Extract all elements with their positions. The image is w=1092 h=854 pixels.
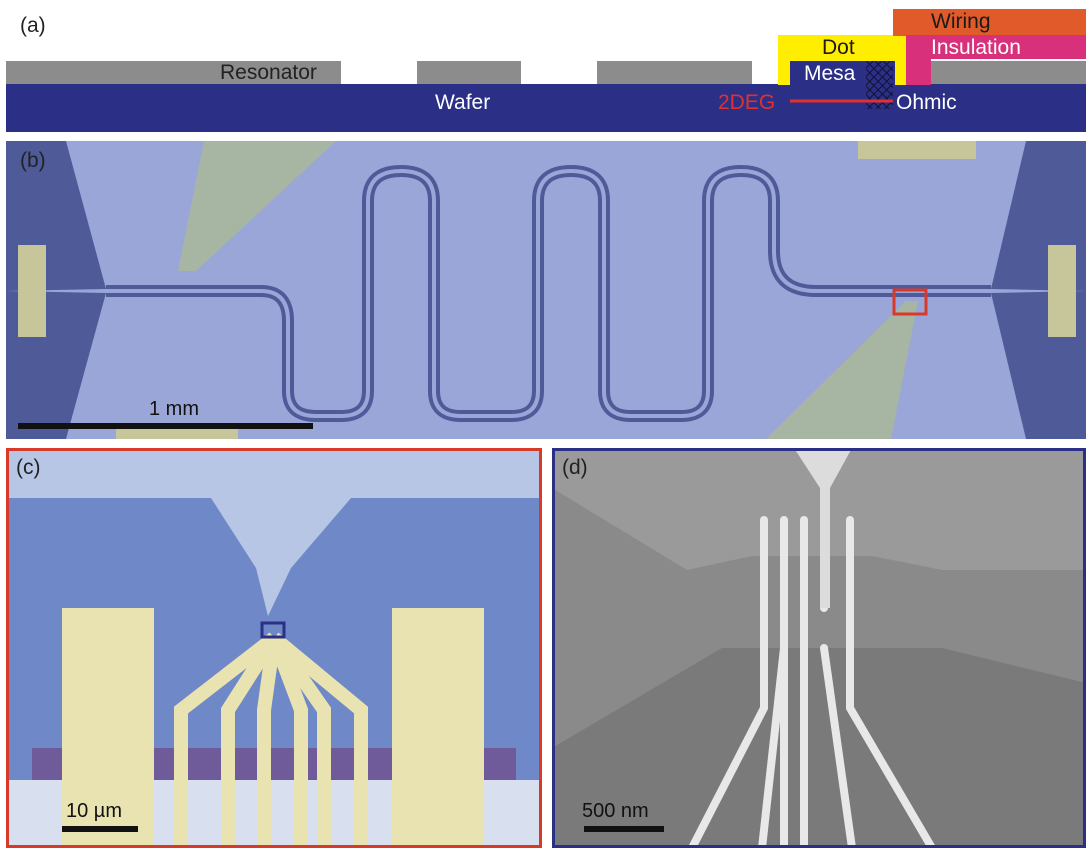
dot-label: Dot [822,36,855,59]
resonator-label: Resonator [220,61,317,84]
resonator-segment-1 [6,61,341,84]
right-pad [1048,245,1076,337]
ohmic-label: Ohmic [896,91,957,114]
scale-bar-b [18,423,313,429]
resonator-micrograph [6,141,1086,439]
wiring-fanout-top-left [178,141,336,271]
scale-label-b: 1 mm [149,398,199,420]
panel-b: (b) 1 mm [6,141,1086,439]
insulation-layer [906,35,1086,59]
mesa-bottom [552,648,1086,848]
panel-d-label: (d) [562,456,588,479]
panel-d: (d) 500 nm [552,448,1086,852]
wiring-label: Wiring [931,10,991,33]
scale-bar-d [584,826,664,832]
scale-label-c: 10 µm [66,800,122,822]
wiring-fanout-bottom-right [766,301,918,439]
resonator-segment-3 [597,61,752,84]
layer-stack-diagram [6,9,1086,132]
panel-d-border [552,448,1086,848]
scale-label-d: 500 nm [582,800,649,822]
scale-bar-c [62,826,138,832]
mesa-label: Mesa [804,62,856,85]
highlight-box-red [892,288,928,316]
sem-top-lead [794,448,852,608]
panel-c-label: (c) [16,456,41,479]
insulation-layer-step [906,59,931,85]
resonator-segment-4 [930,61,1086,84]
left-gate-pad [62,608,154,848]
top-right-pad [858,141,976,159]
gate-sem-image [552,448,1086,852]
mesa-top [552,448,1086,570]
panel-c: (c) 10 µm [6,448,542,848]
panel-c-border [6,448,542,848]
panel-a: (a) Wiring Insulation Dot Mesa Resonator… [0,0,1092,135]
wiring-layer [893,9,1086,36]
twodeg-label: 2DEG [718,91,776,114]
gate-optical-image [6,448,542,848]
resonator-segment-2 [417,61,521,84]
panel-a-label: (a) [20,14,46,37]
top-region [6,448,542,616]
wafer-layer [6,84,1086,132]
wafer-label: Wafer [435,91,491,114]
highlight-box-blue [260,621,286,639]
left-pad [18,245,46,337]
bottom-left-pad [116,427,238,439]
sem-gates [688,516,936,852]
right-gate-pad [392,608,484,848]
panel-b-label: (b) [20,149,46,172]
gate-fanout [174,632,368,848]
resonator-center-conductor [106,168,991,418]
insulation-label: Insulation [931,36,1021,59]
